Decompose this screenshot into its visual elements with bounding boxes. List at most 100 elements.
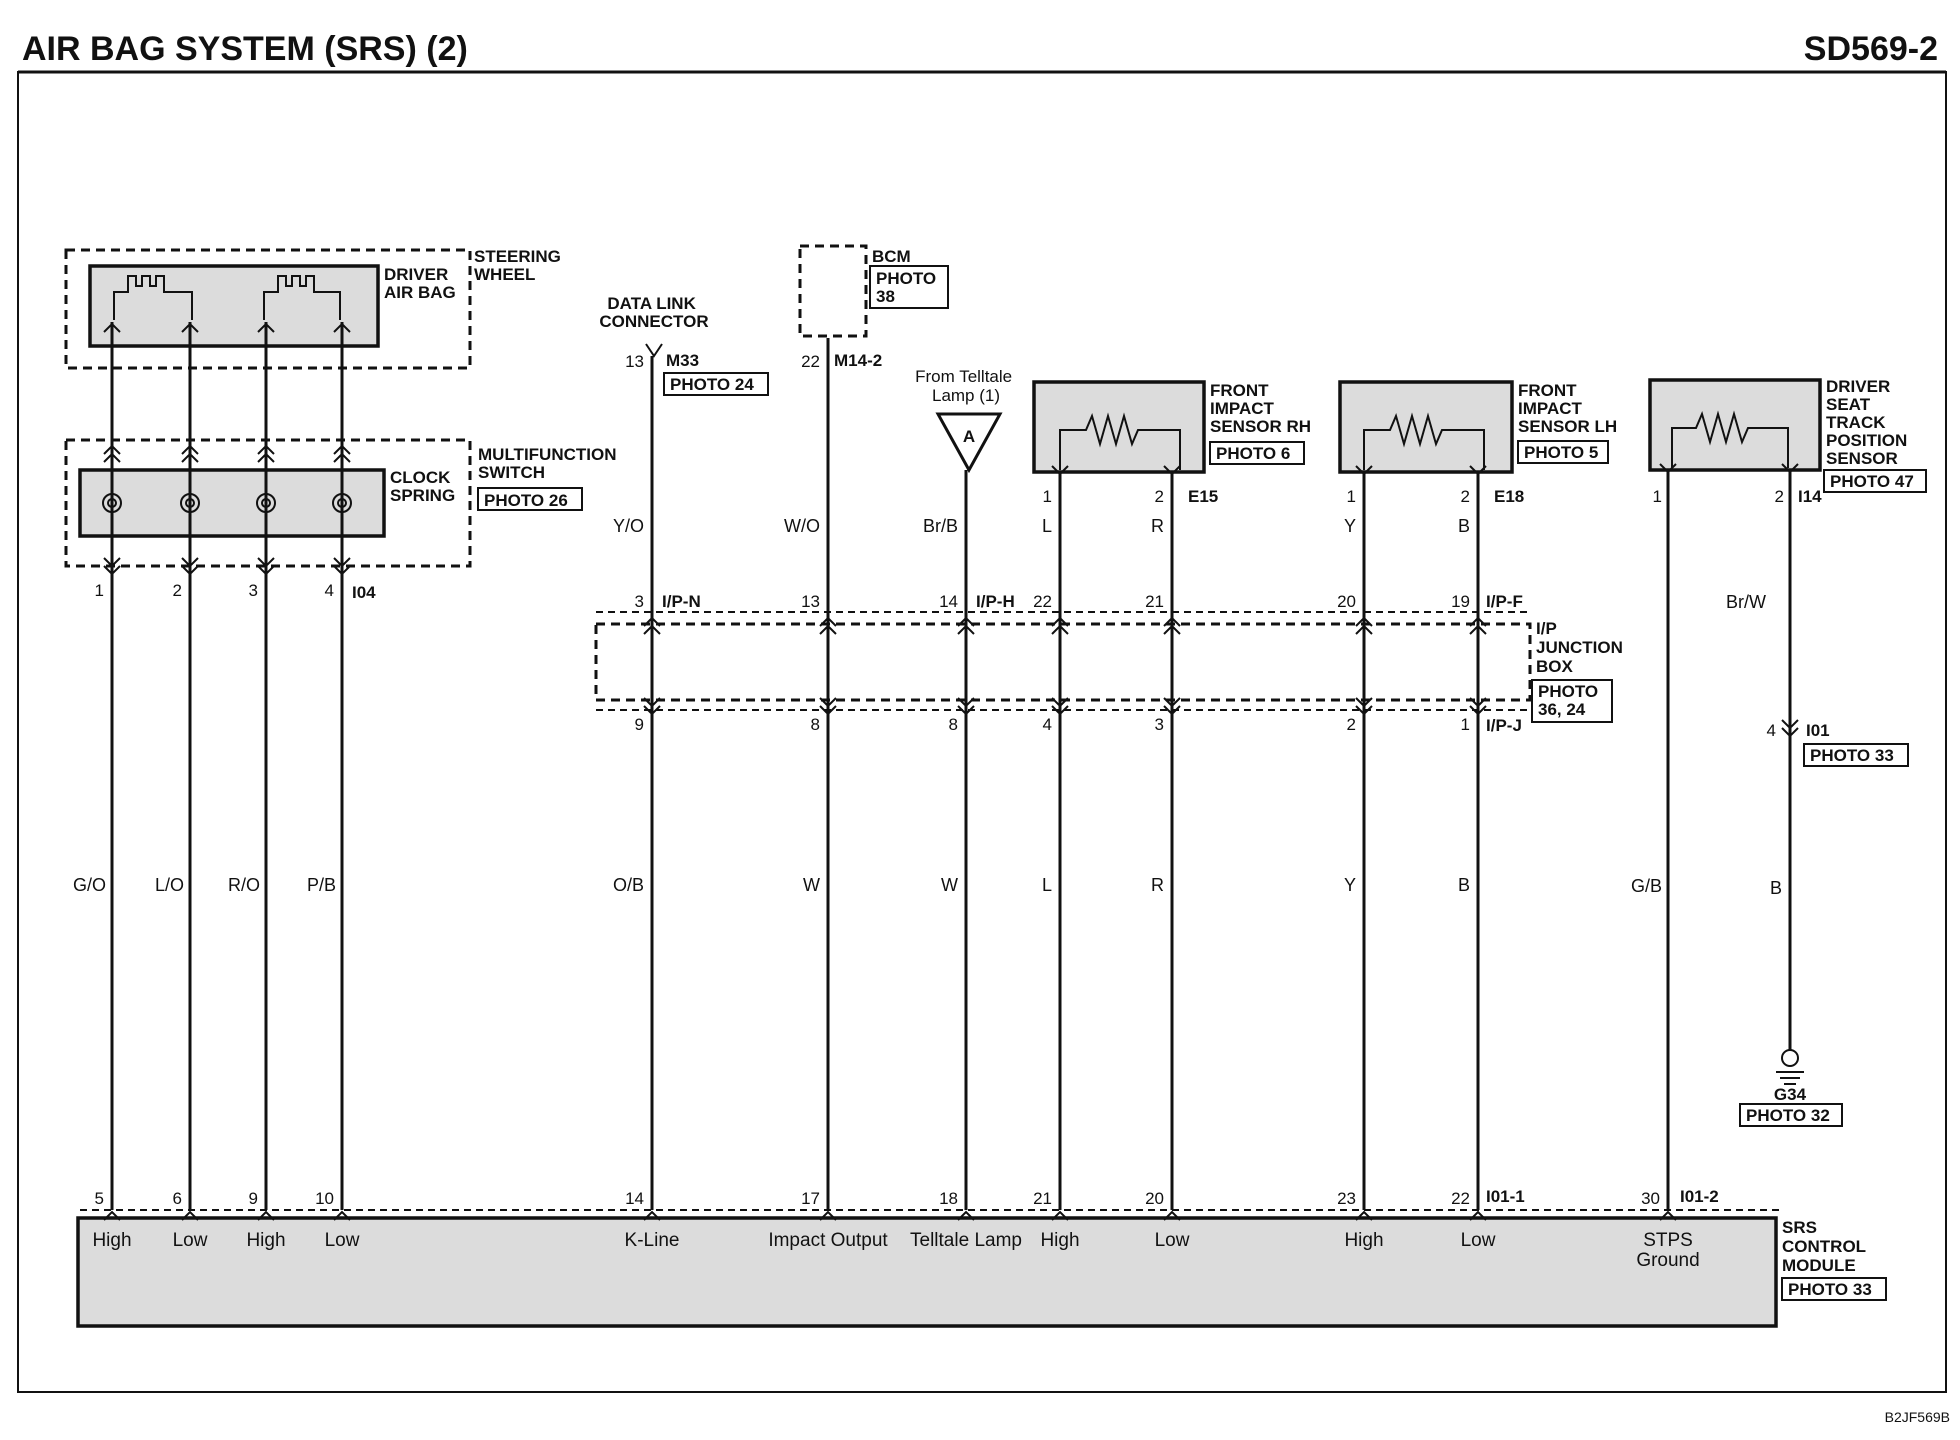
- chevron-srs-23: [1355, 1210, 1373, 1221]
- wire-color-rh1: L: [1042, 875, 1052, 895]
- chevron-srs-14: [643, 1210, 661, 1221]
- chevron-srs-5: [103, 1210, 121, 1221]
- srs-signal-9: High: [246, 1230, 285, 1251]
- srs-signal-30-1: Ground: [1636, 1250, 1699, 1271]
- steering-wheel-line2: WHEEL: [474, 265, 535, 284]
- chevron-srs-6: [181, 1210, 199, 1221]
- chevron-jb-top-lh1: [1355, 616, 1373, 627]
- clock-spring-line2: SPRING: [390, 486, 455, 505]
- wire-color-tel: W: [941, 875, 958, 895]
- srs-pin-6: 6: [173, 1189, 182, 1208]
- chevron-ms-top-cs4-2: [333, 452, 351, 463]
- chevron-jb-top-bcm-2: [819, 624, 837, 635]
- pin-jb-top-lh1: 20: [1337, 592, 1356, 611]
- srs-module-group: SRS CONTROL MODULE PHOTO 33 I01-1 I01-2: [76, 1187, 1887, 1328]
- stps-line4: POSITION: [1826, 431, 1907, 450]
- chevron-stps-st1: [1659, 463, 1677, 474]
- wire-color-lh1: Y: [1344, 875, 1356, 895]
- pin-jb-bottom-lh1: 2: [1347, 715, 1356, 734]
- page-title: AIR BAG SYSTEM (SRS) (2): [22, 30, 468, 68]
- ipjb-conn-n: I/P-N: [662, 592, 701, 611]
- telltale-ref: A: [963, 427, 975, 446]
- fis-lh-photo: PHOTO 5: [1524, 443, 1598, 462]
- fis-lh-box: [1338, 380, 1514, 474]
- bcm-label: BCM: [872, 247, 911, 266]
- pin-top-dlc: 13: [625, 352, 644, 371]
- srs-module-line3: MODULE: [1782, 1256, 1856, 1275]
- chevron-jb-bottom-lh2-2: [1469, 697, 1487, 708]
- driver-air-bag-label: DRIVER AIR BAG: [384, 265, 456, 302]
- fis-rh-photo: PHOTO 6: [1216, 444, 1290, 463]
- pin-jb-bottom-bcm: 8: [811, 715, 820, 734]
- clock-spring-line1: CLOCK: [390, 468, 451, 487]
- chevron-jb-top-rh2-2: [1163, 624, 1181, 635]
- wire-color-cs3: R/O: [228, 875, 260, 895]
- ipjb-line2: JUNCTION: [1536, 638, 1623, 657]
- chevron-srs-18: [957, 1210, 975, 1221]
- chevron-sensor-rh1: [1051, 465, 1069, 476]
- chevron-jb-bottom-bcm-2: [819, 697, 837, 708]
- chevron-airbag-cs2: [181, 322, 199, 333]
- srs-pin-17: 17: [801, 1189, 820, 1208]
- srs-signal-21: High: [1040, 1230, 1079, 1251]
- fis-rh-resistor: [1059, 412, 1181, 470]
- chevron-airbag-cs4: [333, 322, 351, 333]
- fis-rh-photo-box: [1209, 441, 1305, 465]
- srs-signal-5: High: [92, 1230, 131, 1251]
- ipjb-label: I/P JUNCTION BOX: [1536, 619, 1628, 676]
- srs-pin-20: 20: [1145, 1189, 1164, 1208]
- clock-spring-coil-inner-cs3: [261, 498, 271, 508]
- srs-conn-2: I01-2: [1680, 1187, 1719, 1206]
- ipjb-photo: PHOTO 36, 24: [1538, 682, 1603, 719]
- chevron-srs-20: [1163, 1210, 1181, 1221]
- chevron-airbag-cs3: [257, 322, 275, 333]
- chevron-jb-bottom-tel: [957, 705, 975, 716]
- wire-color-st1: G/B: [1631, 876, 1662, 896]
- srs-module-box: [76, 1216, 1778, 1328]
- fis-rh-box: [1032, 380, 1206, 474]
- srs-photo: PHOTO 33: [1788, 1280, 1872, 1299]
- stps-line3: TRACK: [1826, 413, 1886, 432]
- telltale-from-label: From Telltale Lamp (1): [915, 367, 1017, 405]
- fis-lh-line1: FRONT: [1518, 381, 1577, 400]
- chevron-jb-bottom-lh1: [1355, 705, 1373, 716]
- wire-color-bcm: W: [803, 875, 820, 895]
- stps-label: DRIVER SEAT TRACK POSITION SENSOR: [1826, 377, 1912, 468]
- fis-rh-label: FRONT IMPACT SENSOR RH: [1210, 381, 1311, 436]
- pin-jb-top-bcm: 13: [801, 592, 820, 611]
- clock-spring-label: CLOCK SPRING: [390, 468, 455, 505]
- fis-lh-photo-box: [1517, 440, 1609, 464]
- chevron-jb-top-lh2-2: [1469, 624, 1487, 635]
- chevron-ms-top-cs2: [181, 444, 199, 455]
- fis-rh-line1: FRONT: [1210, 381, 1269, 400]
- ipjb-conn-j: I/P-J: [1486, 716, 1522, 735]
- driver-air-bag-line2: AIR BAG: [384, 283, 456, 302]
- ipjb-conn-h: I/P-H: [976, 592, 1015, 611]
- ground-id: G34: [1774, 1085, 1807, 1104]
- chevron-jb-top-bcm: [819, 616, 837, 627]
- chevron-jb-bottom-dlc: [643, 705, 661, 716]
- ipjb-line1: I/P: [1536, 619, 1556, 638]
- pin-jb-bottom-rh2: 3: [1155, 715, 1164, 734]
- srs-pin-30: 30: [1641, 1189, 1660, 1208]
- wire-color-cs1: G/O: [73, 875, 106, 895]
- pin-i04-3: 3: [249, 581, 258, 600]
- stps-connector-id: I14: [1798, 487, 1822, 506]
- pin-jb-top-rh1: 22: [1033, 592, 1052, 611]
- pin-jb-top-rh2: 21: [1145, 592, 1164, 611]
- chevron-srs-9: [257, 1210, 275, 1221]
- i01-photo: PHOTO 33: [1810, 746, 1894, 765]
- srs-pin-9: 9: [249, 1189, 258, 1208]
- chevron-ms-bottom-cs1: [103, 565, 121, 576]
- chevron-jb-bottom-rh2: [1163, 705, 1181, 716]
- steering-wheel-line1: STEERING: [474, 247, 561, 266]
- ipjb-photo-line1: PHOTO: [1538, 682, 1598, 701]
- multifunction-switch-outline: [64, 438, 472, 568]
- srs-signal-22: Low: [1461, 1230, 1496, 1251]
- stps-photo: PHOTO 47: [1830, 472, 1914, 491]
- clock-spring-photo-box: [477, 487, 583, 511]
- chevron-ms-top-cs3: [257, 444, 275, 455]
- chevron-jb-bottom-lh2: [1469, 705, 1487, 716]
- chevron-jb-top-dlc-2: [643, 624, 661, 635]
